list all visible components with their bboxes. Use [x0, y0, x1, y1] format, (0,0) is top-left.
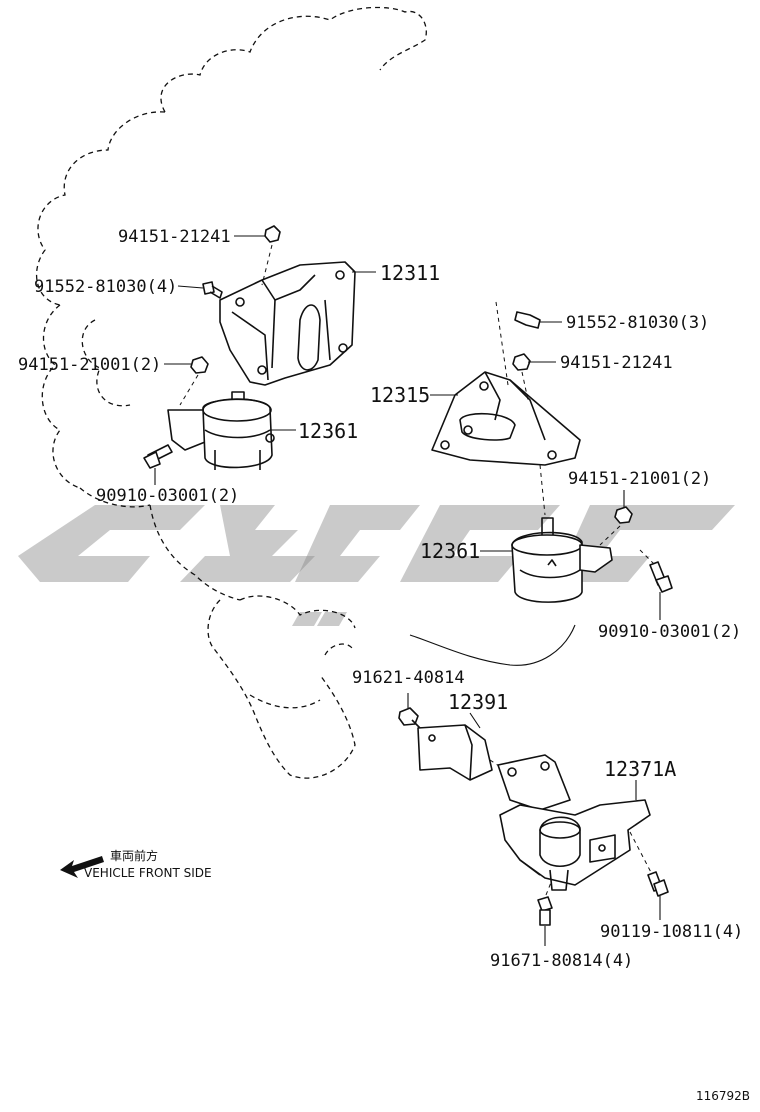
engine-outline	[36, 6, 576, 779]
callout-12311: 12311	[380, 261, 440, 285]
callout-12315: 12315	[370, 383, 430, 407]
engine-mount-insulator-left-12361	[167, 391, 275, 470]
leader-lines	[154, 235, 661, 946]
arrow-left-icon	[60, 856, 104, 878]
bolt-right-upper	[495, 301, 541, 386]
bolt-right-lower	[639, 549, 673, 593]
nut-right-upper	[512, 353, 531, 401]
nut-left-middle	[179, 356, 209, 406]
bolt-91621	[398, 707, 421, 729]
callout-90910-03001-right: 90910-03001(2)	[598, 622, 741, 642]
callout-94151-21001-left: 94151-21001(2)	[18, 355, 161, 375]
bracket-12391	[417, 724, 521, 781]
callout-12361-right: 12361	[420, 539, 480, 563]
engine-mount-bracket-12315	[431, 371, 581, 466]
callout-91552-81030-4: 91552-81030(4)	[34, 277, 177, 297]
bolt-90119	[629, 831, 669, 897]
callout-12361-left: 12361	[298, 419, 358, 443]
callout-91552-81030-3: 91552-81030(3)	[566, 313, 709, 333]
direction-label-en: VEHICLE FRONT SIDE	[84, 866, 212, 880]
engine-mount-bracket-12311	[219, 261, 356, 386]
engine-mount-insulator-right-12361	[511, 464, 613, 603]
engine-mount-rear-12371A	[497, 754, 651, 891]
vehicle-front-direction: 車両前方 VEHICLE FRONT SIDE	[60, 848, 212, 880]
direction-label-jp: 車両前方	[110, 848, 158, 863]
callout-94151-21241-right: 94151-21241	[560, 353, 673, 373]
callout-12391: 12391	[448, 690, 508, 714]
callout-12371A: 12371A	[604, 757, 676, 781]
callout-94151-21241-left: 94151-21241	[118, 227, 231, 247]
callout-91671-80814: 91671-80814(4)	[490, 951, 633, 971]
callout-94151-21001-right: 94151-21001(2)	[568, 469, 711, 489]
figure-id: 116792B	[696, 1089, 750, 1103]
callout-labels: 94151-21241 91552-81030(4) 12311 94151-2…	[18, 227, 743, 971]
callout-90910-03001-left: 90910-03001(2)	[96, 486, 239, 506]
bolt-91671	[537, 879, 553, 926]
nut-right-middle	[599, 506, 633, 546]
callout-90119-10811: 90119-10811(4)	[600, 922, 743, 942]
callout-91621-40814: 91621-40814	[352, 668, 465, 688]
watermark-logo	[18, 505, 735, 626]
bolt-left-upper	[202, 281, 223, 299]
bolt-left-lower	[143, 444, 173, 469]
